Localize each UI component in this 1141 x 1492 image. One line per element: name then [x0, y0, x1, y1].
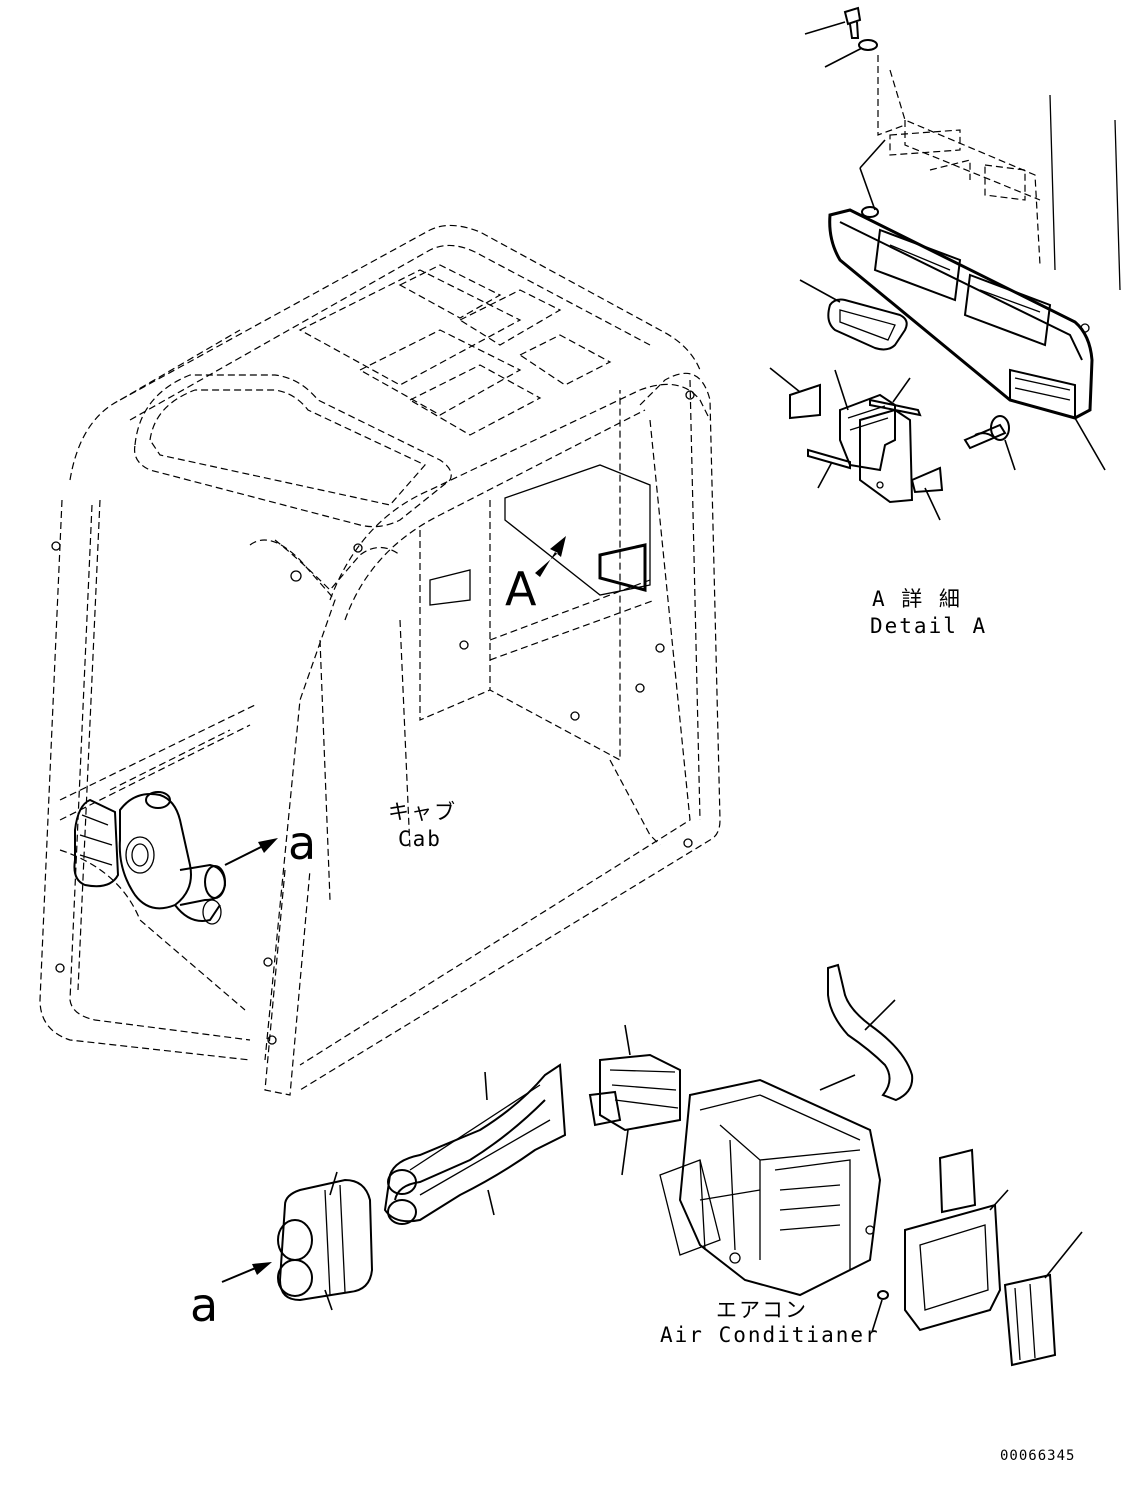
aircon-label-en: Air Conditianer [660, 1323, 880, 1347]
ref-label-a-top: a [288, 816, 317, 870]
detail-a-label-en: Detail A [870, 614, 988, 638]
cab-label-en: Cab [398, 827, 442, 851]
ac-ducts [221, 963, 1083, 1367]
ref-label-a-bottom: a [190, 1278, 219, 1332]
cab-frame [39, 224, 721, 1096]
view-arrow-A [535, 536, 566, 577]
cab-duct-assembly [73, 791, 227, 925]
aircon-label-jp: エアコン [716, 1298, 808, 1322]
arrow-to-a-top [224, 838, 278, 866]
detail-a-label-jp: A 詳 細 [872, 587, 962, 611]
document-number: 00066345 [1000, 1448, 1076, 1464]
view-label-A: A [505, 562, 537, 616]
detail-a-drawing [769, 6, 1121, 521]
cab-label-jp: キャブ [388, 800, 457, 824]
